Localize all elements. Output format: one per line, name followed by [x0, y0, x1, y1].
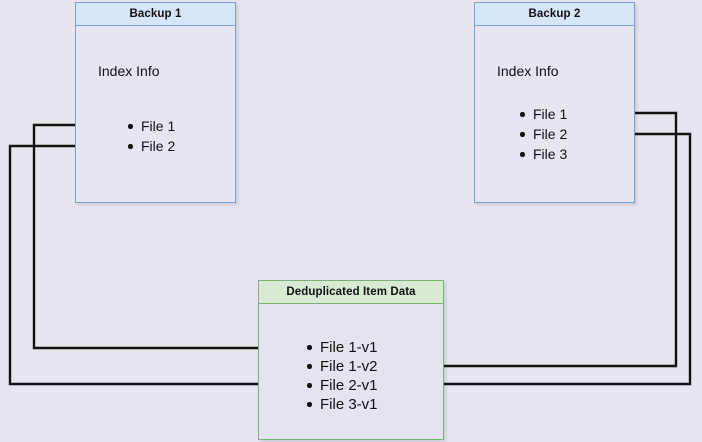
node-deduplicated-item-data[interactable]: Deduplicated Item Data File 1-v1 File 1-… [258, 280, 444, 440]
node-backup2-body: Index Info File 1 File 2 File 3 [475, 26, 634, 202]
list-item: File 2 [126, 136, 175, 156]
node-backup1-header: Backup 1 [76, 3, 235, 26]
list-item: File 1-v1 [305, 338, 378, 357]
node-dedup-body: File 1-v1 File 1-v2 File 2-v1 File 3-v1 [259, 304, 443, 439]
list-item: File 1 [126, 116, 175, 136]
list-item: File 1-v2 [305, 357, 378, 376]
dedup-file-list: File 1-v1 File 1-v2 File 2-v1 File 3-v1 [305, 338, 378, 414]
list-item: File 2 [518, 124, 567, 144]
node-dedup-header: Deduplicated Item Data [259, 281, 443, 304]
node-backup2[interactable]: Backup 2 Index Info File 1 File 2 File 3 [474, 2, 635, 203]
backup1-index-info-label: Index Info [98, 63, 160, 79]
node-backup1-body: Index Info File 1 File 2 [76, 26, 235, 202]
node-backup2-header: Backup 2 [475, 3, 634, 26]
list-item: File 3-v1 [305, 395, 378, 414]
backup2-file-list: File 1 File 2 File 3 [518, 104, 567, 164]
list-item: File 1 [518, 104, 567, 124]
backup1-file-list: File 1 File 2 [126, 116, 175, 156]
list-item: File 3 [518, 144, 567, 164]
node-backup1[interactable]: Backup 1 Index Info File 1 File 2 [75, 2, 236, 203]
list-item: File 2-v1 [305, 376, 378, 395]
backup2-index-info-label: Index Info [497, 63, 559, 79]
